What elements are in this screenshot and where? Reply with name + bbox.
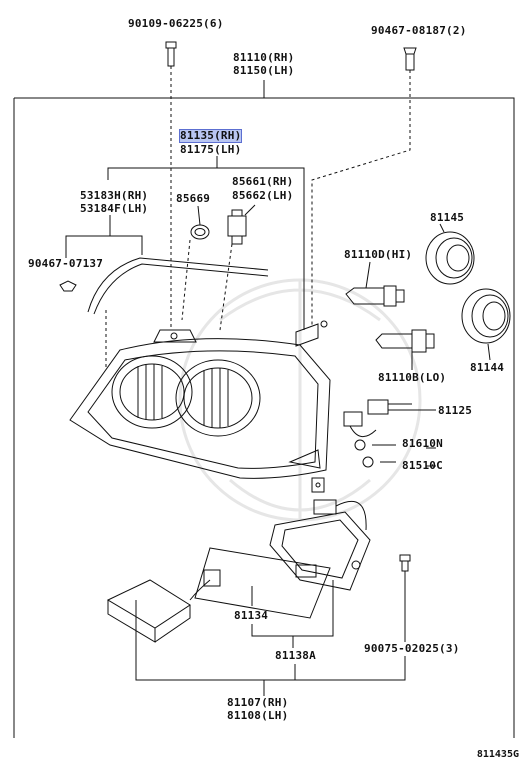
label-socket[interactable]: 81125 <box>438 404 473 417</box>
diagram-code: 811435G <box>476 749 519 760</box>
label-screw-bottom[interactable]: 90075-02025(3) <box>364 642 460 655</box>
clip-top-icon[interactable] <box>311 47 417 325</box>
socket-harness-icon[interactable] <box>343 399 436 468</box>
label-ecu-lh[interactable]: 81108(LH) <box>227 709 289 722</box>
label-lamp-sub[interactable]: 81138A <box>275 649 316 662</box>
label-reflector[interactable]: 81134 <box>234 609 269 622</box>
seal-ring-icon[interactable] <box>181 205 210 321</box>
clip-mid-icon[interactable] <box>59 280 77 292</box>
ecu-module-icon[interactable] <box>106 569 221 643</box>
label-lens-lh[interactable]: 81175(LH) <box>180 143 242 156</box>
label-cover-small[interactable]: 81144 <box>470 361 505 374</box>
bulb-cover-small-icon[interactable] <box>461 288 511 361</box>
label-bulb-rh[interactable]: 85661(RH) <box>232 175 294 188</box>
bulb-lo-icon[interactable] <box>375 329 435 370</box>
frame-outline <box>13 97 515 738</box>
bulb-cover-large-icon[interactable] <box>425 223 475 285</box>
label-bulb-lh[interactable]: 85662(LH) <box>232 189 294 202</box>
label-clip-mid[interactable]: 90467-07137 <box>28 257 104 270</box>
fog-lamp-unit-icon[interactable] <box>194 499 371 619</box>
label-bulb-b[interactable]: 81510C <box>402 459 443 472</box>
label-bulb-lo[interactable]: 81110B(LO) <box>378 371 447 384</box>
label-bulb-a[interactable]: 81610N <box>402 437 443 450</box>
label-bulb-hi[interactable]: 81110D(HI) <box>344 248 413 261</box>
label-gasket-lh[interactable]: 53184F(LH) <box>80 202 149 215</box>
headlamp-housing-icon[interactable] <box>69 320 331 493</box>
label-lens-rh-highlighted[interactable]: 81135(RH) <box>178 129 243 143</box>
label-cover-large[interactable]: 81145 <box>430 211 465 224</box>
label-assy-rh[interactable]: 81110(RH) <box>233 51 295 64</box>
bulb-hi-icon[interactable] <box>345 261 405 307</box>
label-seal[interactable]: 85669 <box>176 192 211 205</box>
label-clip-top[interactable]: 90467-08187(2) <box>371 24 467 37</box>
gasket-strip-icon[interactable] <box>87 257 269 315</box>
screw-top-icon[interactable] <box>165 41 177 330</box>
screw-bottom-icon[interactable] <box>399 554 411 642</box>
label-ecu-rh[interactable]: 81107(RH) <box>227 696 289 709</box>
label-screw-top[interactable]: 90109-06225(6) <box>128 17 224 30</box>
label-assy-lh[interactable]: 81150(LH) <box>233 64 295 77</box>
label-gasket-rh[interactable]: 53183H(RH) <box>80 189 149 202</box>
bulb-socket-icon[interactable] <box>219 204 256 331</box>
